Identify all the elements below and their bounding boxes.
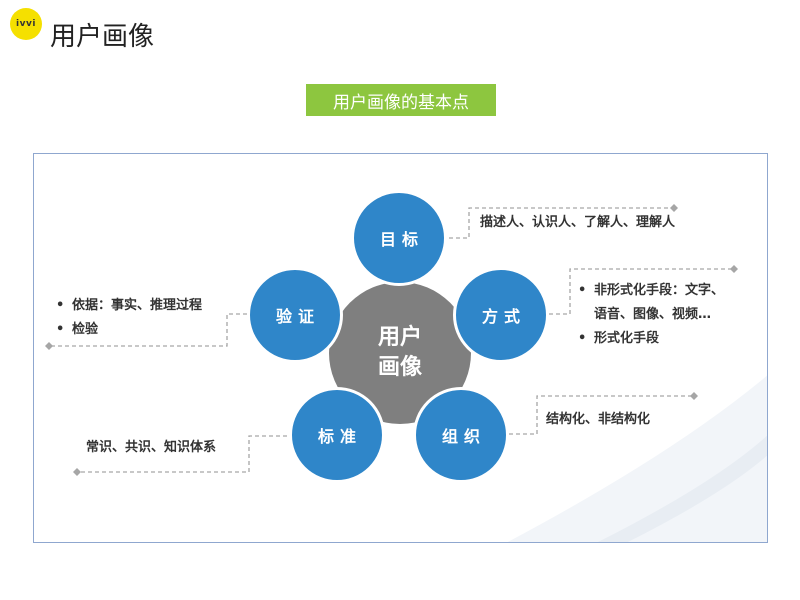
node-verify: 验证 — [247, 267, 343, 363]
note-verify-item-text: 检验 — [72, 322, 99, 337]
leader-line-verify — [49, 313, 247, 347]
note-method-item-text: 形式化手段 — [594, 331, 660, 346]
node-goal-label: 目标 — [379, 230, 424, 249]
ivvi-logo: ivvi — [10, 8, 42, 40]
section-banner: 用户画像的基本点 — [306, 84, 496, 116]
node-method: 方式 — [453, 267, 549, 363]
leader-end-marker — [45, 342, 53, 350]
note-method-item: 非形式化手段：文字、语音、图像、视频… — [576, 279, 724, 327]
note-organize-text: 结构化、非结构化 — [546, 412, 651, 427]
background-swoosh — [507, 375, 767, 542]
leader-end-marker — [670, 204, 678, 212]
note-goal: 描述人、认识人、了解人、理解人 — [480, 211, 675, 235]
leader-line-method — [549, 268, 734, 315]
leader-line-organize — [509, 395, 694, 435]
note-standard: 常识、共识、知识体系 — [86, 436, 216, 460]
leader-end-marker — [730, 265, 738, 273]
leader-line-goal — [449, 207, 674, 239]
node-standard: 标准 — [289, 387, 385, 483]
node-organize: 组织 — [413, 387, 509, 483]
logo-text: ivvi — [16, 19, 36, 29]
center-label-line1: 用户 — [377, 325, 422, 350]
diagram-frame: 用户 画像 目标 方式 组织 标准 验证 描述人、认识人、了解人、理解人 非形式… — [33, 153, 768, 543]
note-verify: 依据：事实、推理过程 检验 — [54, 294, 202, 342]
note-method-item-text-cont: 语音、图像、视频… — [594, 307, 712, 322]
center-label-line2: 画像 — [377, 355, 422, 380]
connector-layer — [45, 204, 767, 542]
note-goal-text: 描述人、认识人、了解人、理解人 — [480, 215, 676, 230]
node-verify-label: 验证 — [275, 307, 320, 326]
note-verify-item: 依据：事实、推理过程 — [54, 294, 202, 318]
note-method: 非形式化手段：文字、语音、图像、视频… 形式化手段 — [576, 279, 724, 351]
leader-end-marker — [73, 468, 81, 476]
leader-end-marker — [690, 392, 698, 400]
note-organize: 结构化、非结构化 — [546, 408, 650, 432]
note-standard-text: 常识、共识、知识体系 — [86, 440, 217, 455]
note-verify-item-text: 依据：事实、推理过程 — [72, 298, 203, 313]
note-verify-list: 依据：事实、推理过程 检验 — [54, 294, 202, 342]
note-verify-item: 检验 — [54, 318, 202, 342]
page-title: 用户画像 — [50, 22, 155, 52]
node-method-label: 方式 — [481, 307, 526, 326]
note-method-item: 形式化手段 — [576, 327, 724, 351]
note-method-list: 非形式化手段：文字、语音、图像、视频… 形式化手段 — [576, 279, 724, 351]
node-organize-label: 组织 — [441, 427, 486, 446]
node-goal: 目标 — [351, 190, 447, 286]
leader-line-standard — [77, 435, 287, 473]
note-method-item-text: 非形式化手段：文字、 — [594, 283, 725, 298]
node-standard-label: 标准 — [317, 427, 362, 446]
